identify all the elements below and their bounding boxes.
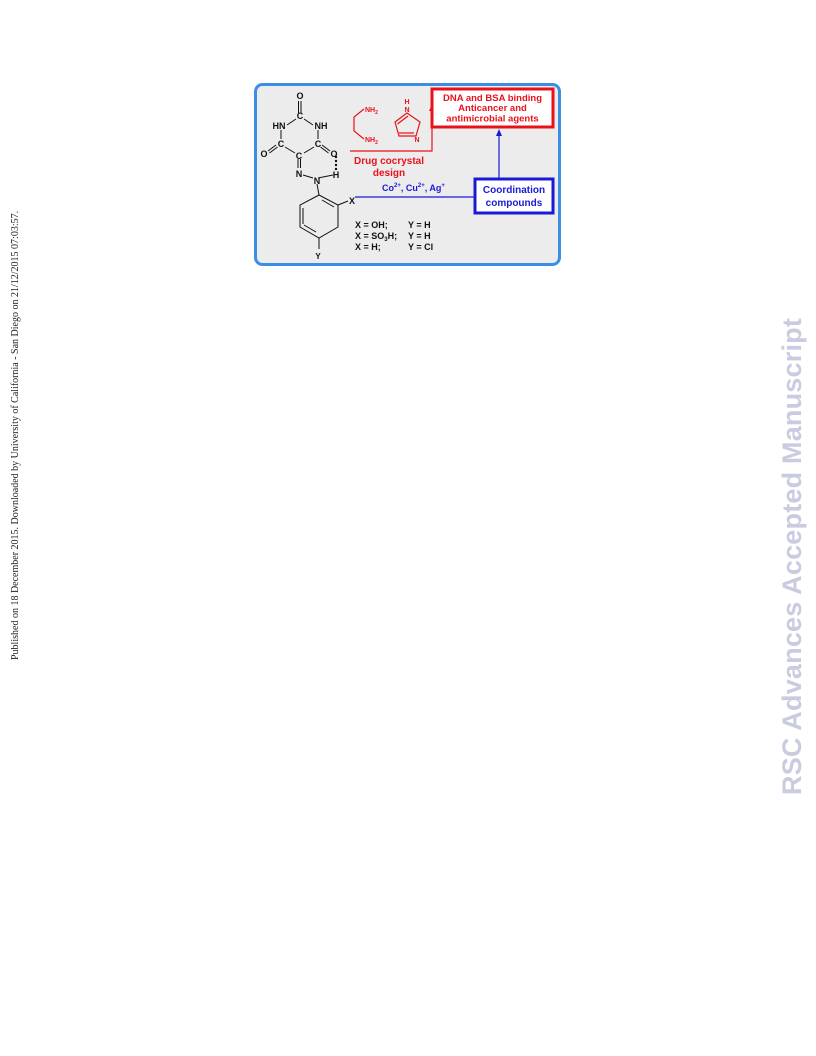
graphical-abstract-figure: O C HN NH C C O O C N N H X Y X = OH; Y … — [254, 83, 561, 266]
n-h-bond — [317, 174, 334, 179]
applications-line3: antimicrobial agents — [446, 114, 538, 125]
ethylenediamine-structure — [353, 108, 365, 140]
atom-h: H — [333, 170, 340, 180]
applications-line2: Anticancer and — [458, 103, 527, 114]
coordination-line1: Coordination — [483, 185, 545, 196]
published-note: Published on 18 December 2015. Downloade… — [10, 210, 21, 660]
graphical-abstract: O C HN NH C C O O C N N H X Y X = OH; Y … — [254, 83, 561, 266]
panel-frame — [254, 83, 561, 266]
imidazole-n-bottom: N — [414, 137, 419, 144]
substituent-row: X = H; — [355, 242, 381, 252]
molecule-bonds — [267, 101, 349, 249]
substituent-row: X = OH; — [355, 220, 388, 230]
metal-ions: Co2+, Cu2+, Ag+ — [382, 183, 445, 193]
substituent-row: Y = H — [408, 220, 431, 230]
applications-line1: DNA and BSA binding — [443, 93, 542, 104]
substituent-row: Y = H — [408, 231, 431, 241]
cocrystal-label-line2: design — [373, 168, 405, 179]
atom-c-left: C — [278, 139, 285, 149]
applications-box — [430, 87, 555, 129]
atom-o-top: O — [296, 91, 303, 101]
atom-n-azo: N — [296, 169, 303, 179]
atom-o-left: O — [260, 149, 267, 159]
accepted-manuscript-watermark: RSC Advances Accepted Manuscript — [777, 317, 807, 795]
substituent-y: Y — [315, 252, 321, 261]
imidazole-n-top: N — [404, 107, 409, 114]
coordination-box — [473, 177, 555, 215]
coformer-nh2-top: NH2 — [365, 107, 378, 116]
imidazole-h: H — [404, 99, 409, 106]
atom-c-middle: C — [296, 151, 303, 161]
coformer-nh2-bottom: NH2 — [365, 137, 378, 146]
coordination-arrowhead — [496, 129, 502, 136]
atom-n-hydrazo: N — [314, 176, 321, 186]
substituent-list: X = OH; Y = H X = SO3H; Y = H X = H; Y =… — [355, 220, 433, 252]
hydrogen-bond-dots — [334, 155, 338, 171]
substituent-row: X = SO3H; — [355, 231, 397, 243]
imidazole-structure — [394, 112, 421, 137]
substituent-row: Y = Cl — [408, 242, 433, 252]
substituent-x: X — [349, 196, 355, 206]
cocrystal-label-line1: Drug cocrystal — [354, 156, 424, 167]
atom-c-right: C — [315, 139, 322, 149]
metal-ions-label: Co2+, Cu2+, Ag+ — [382, 183, 445, 193]
cocrystal-label: Drug cocrystal design — [354, 156, 424, 179]
atom-c-top: C — [297, 111, 304, 121]
atom-hn: HN — [273, 121, 286, 131]
atom-o-right: O — [330, 149, 337, 159]
atom-nh: NH — [315, 121, 328, 131]
coordination-line2: compounds — [486, 198, 543, 209]
